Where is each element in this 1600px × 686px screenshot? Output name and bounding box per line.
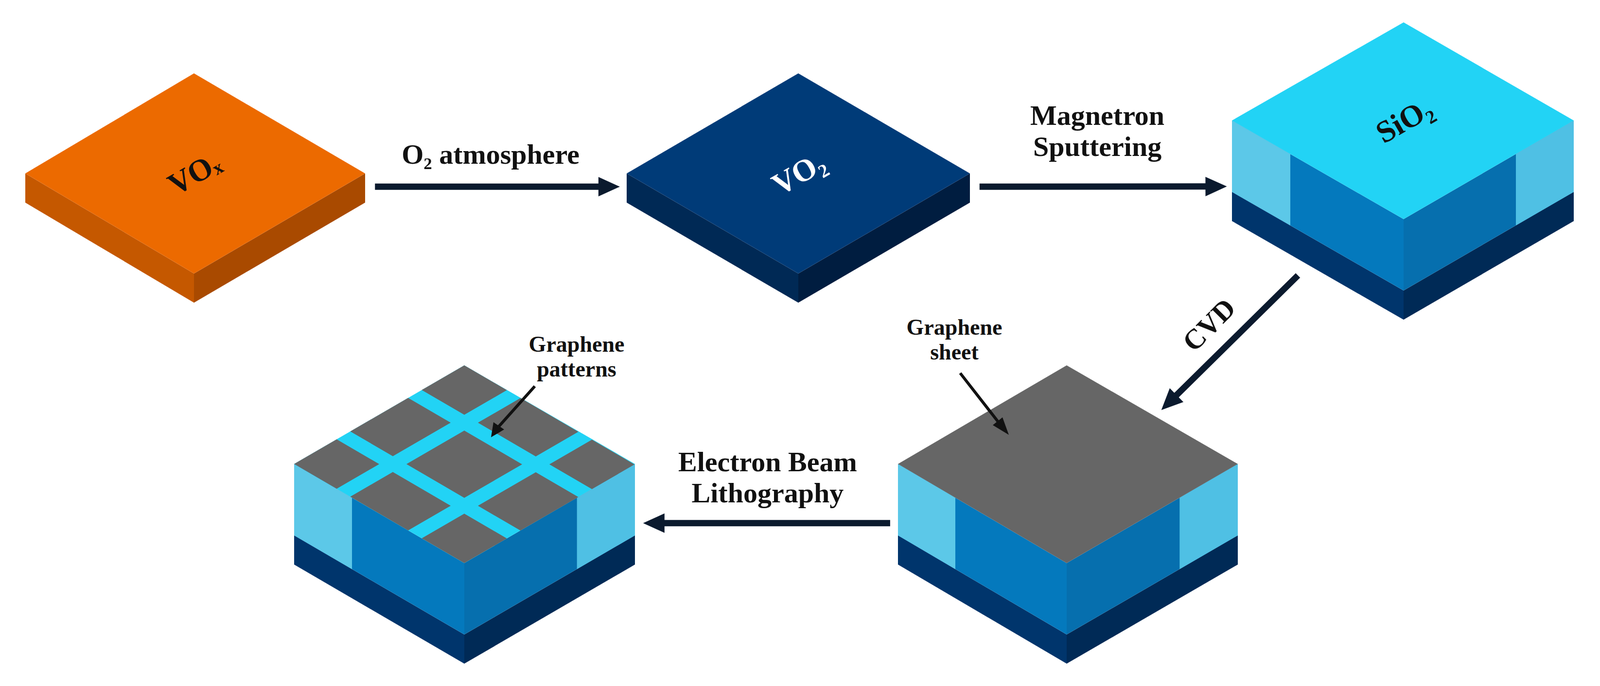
material-blocks bbox=[25, 22, 1574, 665]
step-label: O₂ atmosphere bbox=[401, 139, 581, 171]
leader-arrow bbox=[960, 373, 1009, 436]
layer-label: VO₂ bbox=[765, 144, 832, 203]
arrow-shaft bbox=[979, 183, 1209, 190]
material-layer: SiO₂ bbox=[1231, 22, 1574, 320]
process-arrow bbox=[979, 176, 1228, 197]
block-top bbox=[294, 365, 635, 564]
graphene-pattern bbox=[406, 430, 523, 498]
slab-top bbox=[25, 73, 366, 274]
layer-label: VOₓ bbox=[161, 144, 229, 203]
block-top bbox=[897, 365, 1238, 564]
graphene-label: Graphene sheet bbox=[888, 315, 1020, 365]
graphene-pattern bbox=[421, 513, 508, 564]
step-label: Electron Beam Lithography bbox=[631, 446, 904, 510]
graphene-pattern bbox=[421, 365, 508, 416]
step-label: Magnetron Sputtering bbox=[990, 100, 1205, 163]
layer-label: SiO₂ bbox=[1369, 90, 1440, 151]
graphene-label: Graphene patterns bbox=[510, 332, 643, 382]
graphene-stack: Graphene patterns bbox=[294, 365, 635, 665]
slab-top bbox=[626, 73, 970, 274]
arrow-shaft bbox=[661, 520, 891, 527]
material-layer: VO₂ bbox=[626, 73, 970, 303]
process-arrow bbox=[1161, 275, 1299, 411]
arrow-head bbox=[598, 176, 620, 197]
process-arrow bbox=[374, 176, 620, 197]
graphene-pattern bbox=[294, 439, 380, 490]
material-layer: VOₓ bbox=[25, 73, 366, 303]
arrow-shaft bbox=[1174, 275, 1299, 398]
step-label: CVD bbox=[1176, 292, 1243, 359]
process-arrow bbox=[643, 513, 891, 534]
arrow-head bbox=[643, 513, 665, 534]
arrow-head bbox=[1161, 388, 1184, 411]
block-top bbox=[1231, 22, 1574, 220]
leader-arrow bbox=[491, 386, 535, 438]
graphene-pattern bbox=[477, 472, 579, 531]
graphene-stack: Graphene sheet bbox=[897, 365, 1238, 665]
graphene-pattern bbox=[549, 439, 635, 490]
arrow-head bbox=[1205, 176, 1227, 197]
graphene-pattern bbox=[477, 398, 579, 457]
arrow-shaft bbox=[374, 183, 602, 191]
